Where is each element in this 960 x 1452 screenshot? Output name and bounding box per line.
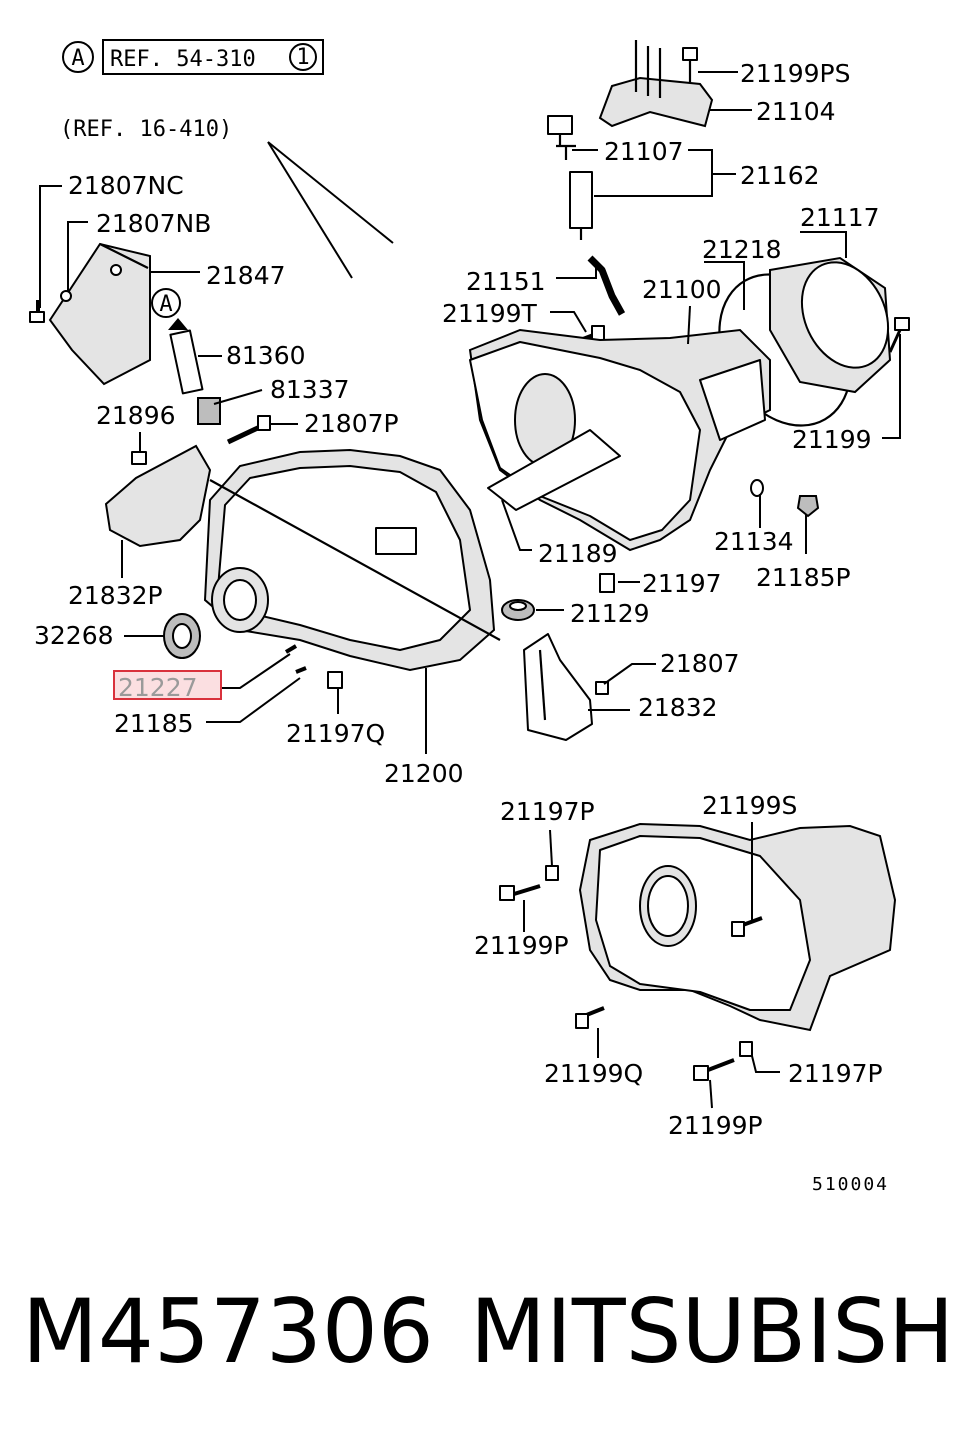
- part-plug-21185: [295, 666, 307, 674]
- part-bolt-21807: [595, 681, 609, 695]
- label-21807NB[interactable]: 21807NB: [96, 209, 211, 238]
- part-seal-32268: [163, 613, 201, 659]
- label-21807[interactable]: 21807: [660, 649, 740, 678]
- label-21218[interactable]: 21218: [702, 235, 782, 264]
- label-21134[interactable]: 21134: [714, 527, 794, 556]
- label-21227[interactable]: 21227: [118, 673, 198, 702]
- label-21199[interactable]: 21199: [792, 425, 872, 454]
- part-cover-21847: [48, 242, 151, 386]
- part-bolt-21199P-top: [499, 884, 541, 901]
- label-21162[interactable]: 21162: [740, 161, 820, 190]
- part-pipe-21151: [587, 255, 626, 316]
- label-21189[interactable]: 21189: [538, 539, 618, 568]
- part-bolt-21199P-bot: [693, 1058, 735, 1081]
- ref-header: A REF. 54-310 1 (REF. 16-410): [60, 39, 394, 279]
- part-housing-21200: [203, 448, 501, 672]
- part-dowel-21197Q: [327, 671, 343, 689]
- ref-sub-leader-b: [267, 141, 353, 279]
- part-bolt-21227: [284, 644, 298, 654]
- ref-marker-letter: A: [71, 46, 84, 71]
- label-21185P[interactable]: 21185P: [756, 563, 851, 592]
- label-21199P-top[interactable]: 21199P: [474, 931, 569, 960]
- label-21185[interactable]: 21185: [114, 709, 194, 738]
- label-21200[interactable]: 21200: [384, 759, 464, 788]
- part-bolt-21199Q: [575, 1006, 605, 1029]
- part-sleeve-21162: [569, 171, 593, 240]
- part-bracket-21832: [523, 633, 593, 741]
- ref-main-text[interactable]: REF. 54-310: [110, 47, 256, 72]
- footer: M457306 MITSUBISHI: [0, 1280, 960, 1400]
- label-21197[interactable]: 21197: [642, 569, 722, 598]
- label-21896[interactable]: 21896: [96, 401, 176, 430]
- ref-main-box: [102, 39, 324, 75]
- label-21199P-bot[interactable]: 21199P: [668, 1111, 763, 1140]
- label-21129[interactable]: 21129: [570, 599, 650, 628]
- label-21832[interactable]: 21832: [638, 693, 718, 722]
- part-shaft-81360: [169, 329, 204, 395]
- label-21847[interactable]: 21847: [206, 261, 286, 290]
- part-dowel-21197P-top: [545, 865, 559, 881]
- part-mount-bracket-21104: [598, 40, 714, 128]
- ref-sub-text[interactable]: (REF. 16-410): [60, 117, 232, 142]
- ref-sub-leader-a: [267, 141, 394, 244]
- part-spacer-21129: [501, 599, 535, 621]
- label-21199PS[interactable]: 21199PS: [740, 59, 850, 88]
- callout-labels: 21199PS 21104 21107 21162 21117 21218 21…: [34, 59, 889, 1195]
- label-21107[interactable]: 21107: [604, 137, 684, 166]
- label-21199Q[interactable]: 21199Q: [544, 1059, 643, 1088]
- brand-name: MITSUBISHI: [470, 1280, 960, 1383]
- part-bolt-21199: [888, 317, 910, 353]
- part-speed-sensor-21107: [547, 115, 576, 160]
- diagram-code: 510004: [812, 1174, 889, 1195]
- ref-marker-circle: [62, 41, 94, 73]
- label-21807NC[interactable]: 21807NC: [68, 171, 184, 200]
- leader-lines: [39, 71, 901, 1109]
- part-cover-21832P: [104, 444, 212, 548]
- label-21199S[interactable]: 21199S: [702, 791, 797, 820]
- label-21199T[interactable]: 21199T: [442, 299, 538, 328]
- part-number: M457306: [22, 1280, 434, 1383]
- part-dowel-21197P-bot: [739, 1041, 753, 1057]
- label-21807P[interactable]: 21807P: [304, 409, 399, 438]
- part-bolt-21807P: [226, 415, 271, 445]
- part-bolt-21199S: [731, 916, 763, 937]
- ref-main-circled-circle: [289, 43, 317, 71]
- label-21197Q[interactable]: 21197Q: [286, 719, 385, 748]
- part-plug-21134: [750, 479, 764, 497]
- part-cover-21117: [769, 256, 892, 394]
- part-bolt-21807NC: [29, 300, 45, 323]
- label-21197P-top[interactable]: 21197P: [500, 797, 595, 826]
- label-21117[interactable]: 21117: [800, 203, 880, 232]
- label-21104[interactable]: 21104: [756, 97, 836, 126]
- part-gear-81337: [197, 397, 221, 425]
- part-housing-21100: [468, 328, 771, 552]
- label-21197P-bot[interactable]: 21197P: [788, 1059, 883, 1088]
- label-21832P[interactable]: 21832P: [68, 581, 163, 610]
- part-a-marker-arrow: A: [151, 288, 188, 330]
- part-dowel-21197: [599, 573, 615, 593]
- ref-main-circled-number: 1: [296, 45, 309, 70]
- label-21151[interactable]: 21151: [466, 267, 546, 296]
- part-plug-21185P: [796, 495, 820, 518]
- label-81337[interactable]: 81337: [270, 375, 350, 404]
- label-21100[interactable]: 21100: [642, 275, 722, 304]
- label-32268[interactable]: 32268: [34, 621, 114, 650]
- label-81360[interactable]: 81360: [226, 341, 306, 370]
- highlight-box-21227: [113, 670, 222, 700]
- a-marker-letter: A: [159, 292, 172, 317]
- part-nut-21896: [131, 451, 147, 465]
